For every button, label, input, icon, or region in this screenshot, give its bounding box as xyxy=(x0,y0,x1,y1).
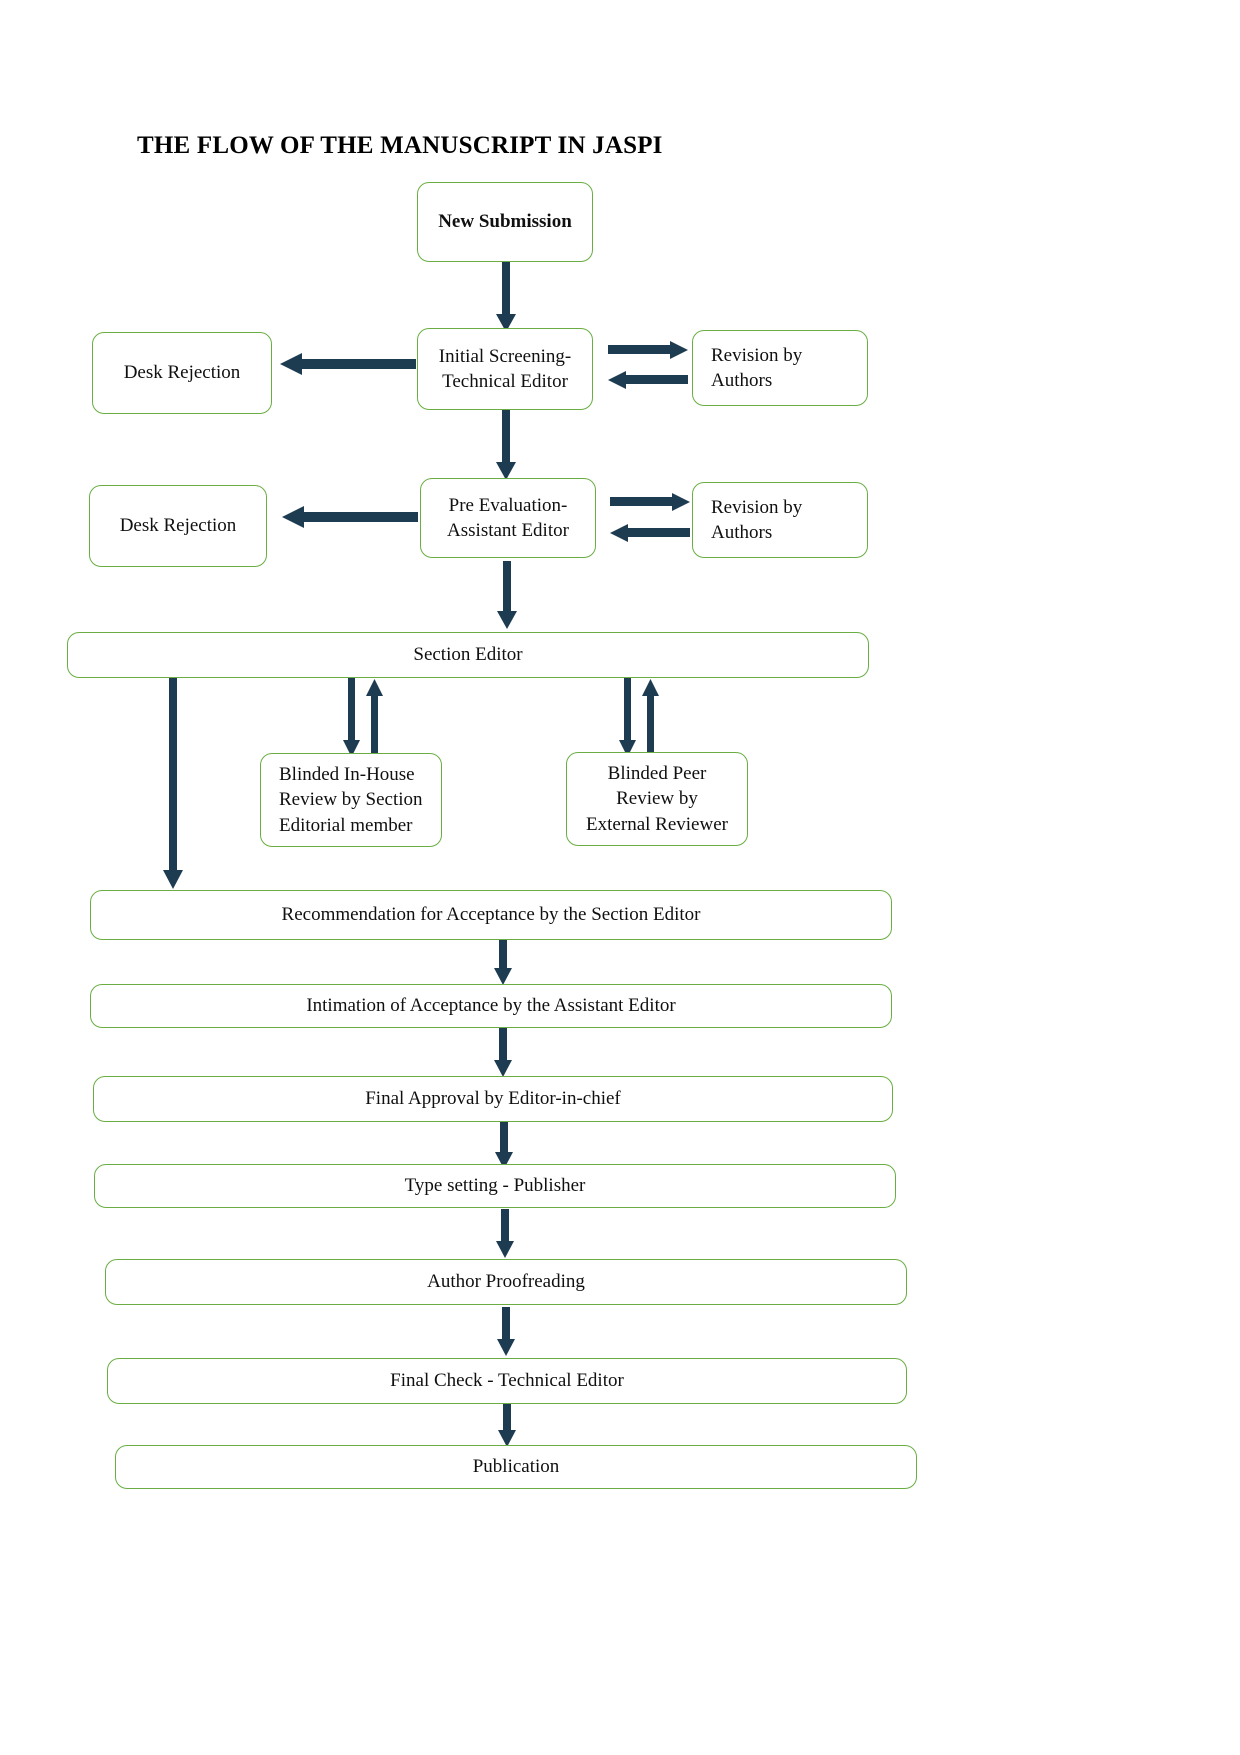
node-revision-by-authors-2[interactable]: Revision by Authors xyxy=(692,482,868,558)
node-final-approval[interactable]: Final Approval by Editor-in-chief xyxy=(93,1076,893,1122)
node-intimation-acceptance-label: Intimation of Acceptance by the Assistan… xyxy=(306,995,676,1017)
node-blinded-peer-review-label: Blinded Peer Review by External Reviewer xyxy=(586,763,728,835)
node-desk-rejection-1-label: Desk Rejection xyxy=(123,362,241,384)
node-revision-by-authors-1[interactable]: Revision by Authors xyxy=(692,330,868,406)
arrow-pre-evaluation-to-revision xyxy=(610,492,690,512)
arrow-intimation-to-final-approval xyxy=(493,1028,513,1078)
arrow-author-proofreading-to-final-check xyxy=(496,1307,516,1357)
node-recommendation-acceptance[interactable]: Recommendation for Acceptance by the Sec… xyxy=(90,890,892,940)
arrow-revision-to-initial-screening xyxy=(608,370,688,390)
arrow-initial-screening-to-pre-evaluation xyxy=(495,410,517,482)
arrow-pre-evaluation-to-section-editor xyxy=(496,561,518,631)
node-revision-by-authors-1-label: Revision by Authors xyxy=(711,344,803,391)
arrow-final-approval-to-type-setting xyxy=(494,1122,514,1170)
arrow-section-editor-to-recommendation xyxy=(163,678,185,890)
node-section-editor[interactable]: Section Editor xyxy=(67,632,869,678)
node-publication[interactable]: Publication xyxy=(115,1445,917,1489)
arrow-pre-evaluation-to-desk-rejection xyxy=(282,505,418,529)
arrow-initial-screening-to-desk-rejection xyxy=(280,352,416,376)
node-author-proofreading-label: Author Proofreading xyxy=(427,1271,585,1293)
node-new-submission-label: New Submission xyxy=(438,211,572,233)
arrow-section-editor-to-peer-review xyxy=(619,678,637,758)
node-section-editor-label: Section Editor xyxy=(413,644,523,666)
node-initial-screening-label: Initial Screening- Technical Editor xyxy=(438,345,572,392)
node-intimation-acceptance[interactable]: Intimation of Acceptance by the Assistan… xyxy=(90,984,892,1028)
node-pre-evaluation[interactable]: Pre Evaluation- Assistant Editor xyxy=(420,478,596,558)
node-desk-rejection-2-label: Desk Rejection xyxy=(119,515,237,537)
node-pre-evaluation-label: Pre Evaluation- Assistant Editor xyxy=(447,494,569,541)
arrow-in-house-review-to-section-editor xyxy=(366,678,384,758)
node-final-approval-label: Final Approval by Editor-in-chief xyxy=(365,1088,621,1110)
page-title: THE FLOW OF THE MANUSCRIPT IN JASPI xyxy=(137,132,663,159)
node-type-setting[interactable]: Type setting - Publisher xyxy=(94,1164,896,1208)
node-blinded-in-house-review-label: Blinded In-House Review by Section Edito… xyxy=(279,764,423,836)
node-publication-label: Publication xyxy=(472,1456,560,1478)
arrow-revision-to-pre-evaluation xyxy=(610,523,690,543)
node-revision-by-authors-2-label: Revision by Authors xyxy=(711,496,803,543)
arrow-type-setting-to-author-proofreading xyxy=(495,1209,515,1259)
node-desk-rejection-1[interactable]: Desk Rejection xyxy=(92,332,272,414)
node-recommendation-acceptance-label: Recommendation for Acceptance by the Sec… xyxy=(281,904,701,926)
node-final-check[interactable]: Final Check - Technical Editor xyxy=(107,1358,907,1404)
arrow-peer-review-to-section-editor xyxy=(642,678,660,758)
node-initial-screening[interactable]: Initial Screening- Technical Editor xyxy=(417,328,593,410)
arrow-recommendation-to-intimation xyxy=(493,938,513,986)
node-desk-rejection-2[interactable]: Desk Rejection xyxy=(89,485,267,567)
arrow-final-check-to-publication xyxy=(497,1404,517,1448)
node-new-submission[interactable]: New Submission xyxy=(417,182,593,262)
node-final-check-label: Final Check - Technical Editor xyxy=(390,1370,624,1392)
arrow-initial-screening-to-revision xyxy=(608,340,688,360)
arrow-new-submission-to-initial-screening xyxy=(495,262,517,334)
arrow-section-editor-to-in-house-review xyxy=(343,678,361,758)
node-type-setting-label: Type setting - Publisher xyxy=(404,1175,586,1197)
node-blinded-peer-review[interactable]: Blinded Peer Review by External Reviewer xyxy=(566,752,748,846)
node-author-proofreading[interactable]: Author Proofreading xyxy=(105,1259,907,1305)
node-blinded-in-house-review[interactable]: Blinded In-House Review by Section Edito… xyxy=(260,753,442,847)
